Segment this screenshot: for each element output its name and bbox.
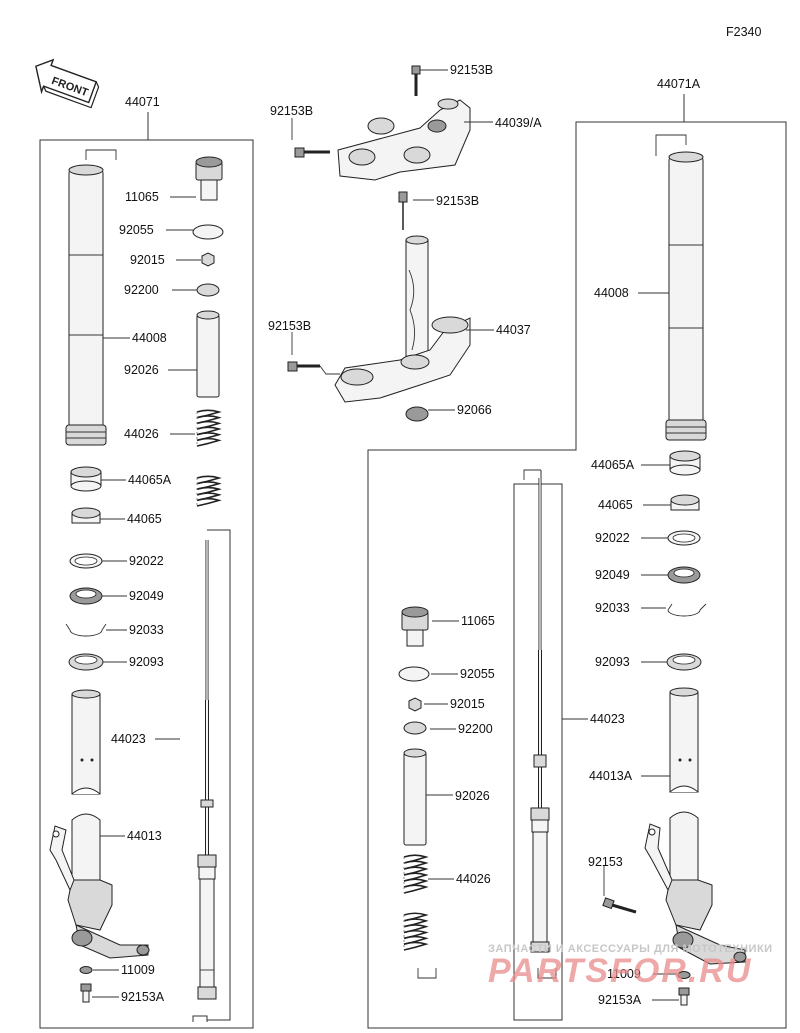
label-R11009: 11009: [607, 967, 641, 981]
left-outer-tube: [65, 149, 117, 446]
right-nut-92015: [408, 697, 422, 712]
left-collar-92026: [196, 310, 220, 398]
left-assembly-frame: [39, 112, 254, 1029]
label-R44013A: 44013A: [589, 769, 633, 783]
left-bushing-44065: [71, 507, 101, 524]
label-R44008: 44008: [594, 286, 629, 300]
label-92153B-left2: 92153B: [268, 319, 311, 333]
top-clamp-bolt: [294, 147, 330, 158]
label-L92033: 92033: [129, 623, 164, 637]
right-bushing-44065A: [669, 450, 701, 476]
watermark-logo: PARTSFOR.RU: [488, 952, 752, 990]
left-damper-bracket: [207, 529, 231, 1021]
left-damper-44023: [197, 540, 217, 1000]
label-L11065: 11065: [125, 190, 159, 204]
left-o-ring-92055: [192, 224, 224, 240]
label-L92022: 92022: [129, 554, 164, 568]
label-R92026: 92026: [455, 789, 490, 803]
right-collar-92026: [403, 748, 427, 846]
label-R44023: 44023: [590, 712, 625, 726]
label-92153B-mid: 92153B: [436, 194, 479, 208]
label-R44065A: 44065A: [591, 458, 635, 472]
label-44071A: 44071A: [657, 77, 701, 91]
right-damper-44023: [530, 478, 550, 953]
front-arrow-icon: FRONT: [35, 58, 100, 109]
label-L92153A: 92153A: [121, 990, 165, 1004]
label-L92049: 92049: [129, 589, 164, 603]
label-R92022: 92022: [595, 531, 630, 545]
left-bolt-92153A: [80, 983, 92, 1003]
left-clip-92033: [69, 629, 103, 637]
right-clip-92033: [667, 609, 701, 617]
left-fork-cap: [195, 156, 223, 201]
right-assembly-frame: [367, 94, 787, 1029]
label-L44013: 44013: [127, 829, 162, 843]
label-R92055: 92055: [460, 667, 495, 681]
label-R44065: 44065: [598, 498, 633, 512]
right-o-ring-92055: [398, 666, 430, 682]
left-inner-tube-44013: [49, 689, 150, 959]
label-R92200: 92200: [458, 722, 493, 736]
label-R44026: 44026: [456, 872, 491, 886]
label-R92153A: 92153A: [598, 993, 642, 1007]
label-L44008: 44008: [132, 331, 167, 345]
steering-stem-44037: [334, 191, 471, 422]
label-R92033: 92033: [595, 601, 630, 615]
label-L44065: 44065: [127, 512, 162, 526]
label-L92026: 92026: [124, 363, 159, 377]
label-R92153: 92153: [588, 855, 623, 869]
label-44039: 44039/A: [495, 116, 542, 130]
label-92153B-top: 92153B: [450, 63, 493, 77]
label-L44023: 44023: [111, 732, 146, 746]
right-bolt-92153A: [678, 987, 690, 1006]
right-fork-cap: [401, 606, 429, 647]
label-R92093: 92093: [595, 655, 630, 669]
right-pinch-bolt: [602, 897, 637, 914]
label-R11065: 11065: [461, 614, 495, 628]
label-L44026: 44026: [124, 427, 159, 441]
label-92066: 92066: [457, 403, 492, 417]
left-washer-92200: [196, 283, 220, 297]
right-bushing-44065: [670, 494, 700, 511]
right-spring-44026: [403, 854, 429, 951]
right-outer-tube: [655, 134, 707, 441]
right-o-ring-11009: [677, 971, 691, 979]
right-inner-tube-44013A: [644, 687, 747, 965]
label-L44065A: 44065A: [128, 473, 172, 487]
left-bushing-44065A: [70, 466, 102, 492]
label-R92049: 92049: [595, 568, 630, 582]
left-nut-92015: [201, 252, 215, 267]
label-L92093: 92093: [129, 655, 164, 669]
left-o-ring-11009: [79, 966, 93, 974]
label-44037: 44037: [496, 323, 531, 337]
label-L11009: 11009: [121, 963, 155, 977]
watermark-line1: ЗАПЧАСТИ И АКСЕССУАРЫ ДЛЯ МОТОТЕХНИКИ: [488, 943, 773, 955]
label-L92055: 92055: [119, 223, 154, 237]
label-L92200: 92200: [124, 283, 159, 297]
label-92153B-left1: 92153B: [270, 104, 313, 118]
label-L92015: 92015: [130, 253, 165, 267]
bottom-clamp-bolt: [287, 361, 320, 372]
figure-code: F2340: [726, 25, 761, 39]
top-clamp-44039: [337, 65, 471, 181]
right-washer-92200: [403, 721, 427, 735]
label-R92015: 92015: [450, 697, 485, 711]
left-spring-44026: [196, 409, 222, 507]
label-44071: 44071: [125, 95, 160, 109]
